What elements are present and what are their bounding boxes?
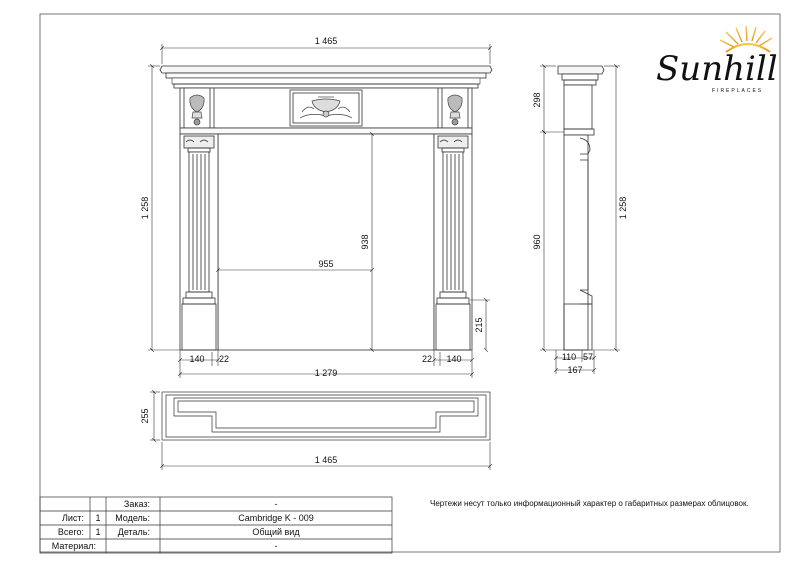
total-number: 1 (95, 527, 100, 537)
dim-leg-width-right: 140 (446, 354, 461, 364)
front-dimensions (148, 44, 490, 378)
dim-base-width: 1 279 (315, 368, 338, 378)
dim-side-total-height: 1 258 (618, 197, 628, 220)
sheet-number: 1 (95, 513, 100, 523)
shelf-moulding (165, 72, 487, 79)
dim-side-depth-b: 57 (583, 352, 593, 362)
field-model-value: Cambridge K - 009 (238, 513, 314, 523)
dim-gap-left: 22 (219, 354, 229, 364)
side-dimension-labels: 298 960 1 258 110 57 167 (532, 92, 628, 375)
urn-left (189, 94, 205, 126)
side-dimensions (540, 66, 620, 374)
dim-leg-width-left: 140 (189, 354, 204, 364)
dim-opening-width: 955 (318, 259, 333, 269)
center-urn-ornament (299, 96, 353, 119)
field-part-value: Общий вид (252, 527, 300, 537)
brand-name: Sunhill (656, 49, 778, 89)
cornice-band (173, 83, 479, 89)
right-capital (437, 135, 469, 149)
dim-gap-right: 22 (422, 354, 432, 364)
side-frieze (563, 84, 593, 130)
dim-side-depth-a: 110 (562, 352, 576, 362)
left-capital (183, 135, 215, 149)
dim-plan-width: 1 465 (315, 455, 338, 465)
title-block-text: Заказ: - Лист: 1 Модель: Cambridge K - 0… (52, 499, 314, 551)
side-leg (563, 134, 589, 351)
material-value: - (275, 541, 278, 551)
plan-view (161, 391, 491, 441)
dim-opening-height: 938 (360, 234, 370, 249)
right-pilaster (442, 151, 464, 293)
dim-overall-height: 1 258 (140, 197, 150, 220)
urn-right (447, 94, 463, 126)
side-view (557, 65, 605, 351)
mantel-shelf (159, 65, 493, 74)
left-pilaster (188, 151, 210, 293)
side-shelf (557, 65, 605, 75)
brand-tagline: FIREPLACES (712, 88, 763, 94)
side-plinth (563, 303, 593, 351)
dentil-row (171, 77, 481, 85)
left-plinth (181, 303, 217, 351)
architrave (179, 127, 473, 135)
field-order-label: Заказ: (124, 499, 150, 509)
dim-side-leg-height: 960 (532, 234, 542, 249)
dim-plinth-height: 215 (474, 317, 484, 332)
dim-plan-depth: 255 (140, 408, 150, 423)
dim-side-frieze-height: 298 (532, 92, 542, 107)
field-part-label: Деталь: (118, 527, 150, 537)
total-label: Всего: (58, 527, 84, 537)
plan-dimensions (150, 392, 490, 470)
sunhill-logo: Sunhill FIREPLACES (656, 25, 778, 94)
right-plinth (435, 303, 471, 351)
sheet-label: Лист: (62, 513, 84, 523)
field-order-value: - (275, 499, 278, 509)
firebox-opening (217, 133, 435, 351)
dim-overall-width: 1 465 (315, 36, 338, 46)
dim-side-depth-total: 167 (567, 365, 582, 375)
sheet-border (39, 13, 781, 553)
plan-dimension-labels: 255 1 465 (140, 408, 337, 465)
disclaimer-note: Чертежи несут только информационный хара… (430, 499, 749, 508)
field-model-label: Модель: (115, 513, 150, 523)
sun-rays-icon (719, 25, 773, 48)
title-block (39, 496, 393, 554)
front-dimension-labels: 1 465 1 258 955 938 215 140 22 22 140 1 … (140, 36, 484, 378)
material-label: Материал: (52, 541, 96, 551)
front-view (159, 65, 493, 351)
